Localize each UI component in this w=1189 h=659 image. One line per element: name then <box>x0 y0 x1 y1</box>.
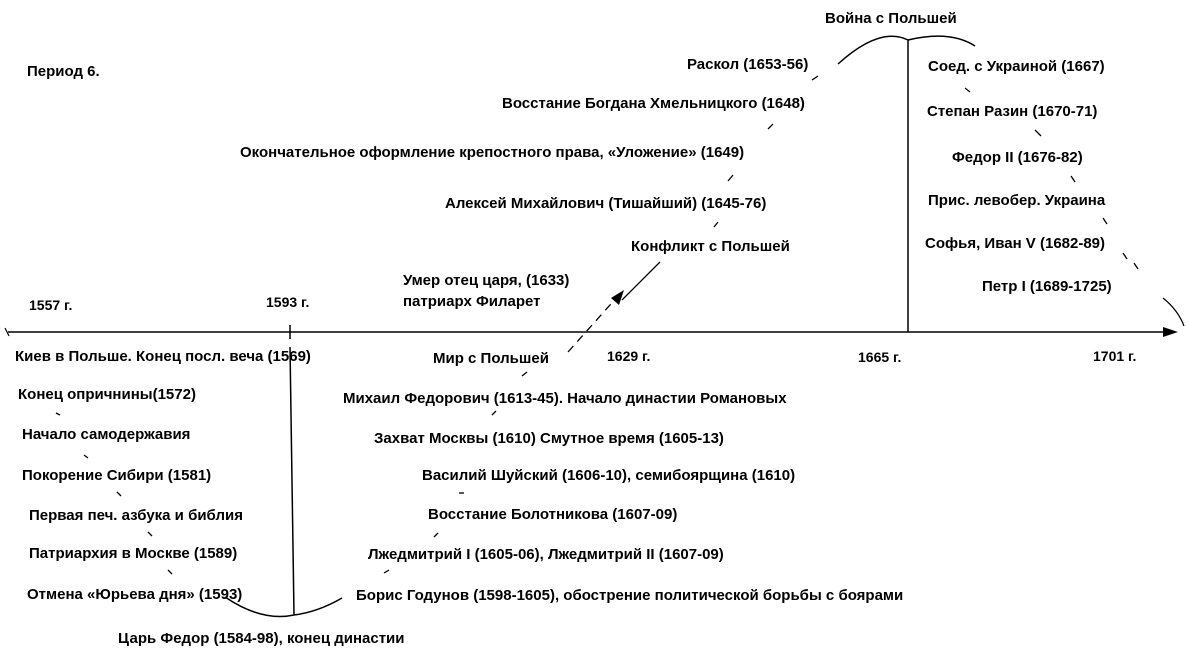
middle-lower-event: Восстание Болотникова (1607-09) <box>428 506 678 523</box>
left-event: Конец опричнины(1572) <box>18 386 196 403</box>
year-1665: 1665 г. <box>858 349 902 365</box>
year-1701: 1701 г. <box>1093 348 1137 364</box>
middle-lower-event: Михаил Федорович (1613-45). Начало динас… <box>343 390 787 407</box>
rising-dashed-line <box>567 295 619 353</box>
left-event: Киев в Польше. Конец посл. веча (1569) <box>15 348 311 365</box>
right-event: Прис. левобер. Украина <box>928 192 1106 209</box>
left-event: Отмена «Юрьева дня» (1593) <box>27 586 243 603</box>
middle-upper-event: Раскол (1653-56) <box>687 56 809 73</box>
left-event: Начало самодержавия <box>22 426 191 443</box>
rising-arrowhead <box>611 290 624 305</box>
axis-start-mark <box>4 327 10 337</box>
year-1593: 1593 г. <box>266 294 310 310</box>
end-arc <box>1162 297 1185 327</box>
dash-marks <box>55 75 1139 575</box>
middle-lower-event: Лжедмитрий I (1605-06), Лжедмитрий II (1… <box>368 546 724 563</box>
middle-upper-event: Восстание Богдана Хмельницкого (1648) <box>502 95 805 112</box>
filaret-event-line1: Умер отец царя, (1633) <box>403 272 570 289</box>
middle-lower-event: Василий Шуйский (1606-10), семибоярщина … <box>422 467 796 484</box>
left-event: Первая печ. азбука и библия <box>29 507 243 524</box>
left-event: Патриархия в Москве (1589) <box>29 545 238 562</box>
right-event: Петр I (1689-1725) <box>982 278 1112 295</box>
peak-label: Война с Польшей <box>825 10 957 27</box>
middle-lower-event: Борис Годунов (1598-1605), обострение по… <box>356 587 904 604</box>
middle-upper-event: Конфликт с Польшей <box>631 238 790 255</box>
right-event: Софья, Иван V (1682-89) <box>925 235 1106 252</box>
left-event: Покорение Сибири (1581) <box>22 467 212 484</box>
middle-upper-event: Окончательное оформление крепостного пра… <box>240 144 745 161</box>
year-1557: 1557 г. <box>29 297 73 313</box>
bottom-arc <box>224 596 343 618</box>
middle-lower-event: Захват Москвы (1610) Смутное время (1605… <box>374 430 724 447</box>
period-label: Период 6. <box>27 63 100 80</box>
peak-arc <box>837 35 976 65</box>
right-event: Соед. с Украиной (1667) <box>928 58 1105 75</box>
middle-upper-event: Алексей Михайлович (Тишайший) (1645-76) <box>445 195 767 212</box>
year-1629: 1629 г. <box>607 348 651 364</box>
rising-solid-line <box>621 261 661 301</box>
middle-lower-event: Мир с Польшей <box>433 350 549 367</box>
axis-arrowhead <box>1163 327 1178 337</box>
filaret-event-line2: патриарх Филарет <box>403 293 541 310</box>
vertical-1593 <box>289 346 295 616</box>
left-bottom-event: Царь Федор (1584-98), конец династии <box>118 630 405 647</box>
right-event: Степан Разин (1670-71) <box>927 103 1098 120</box>
right-event: Федор II (1676-82) <box>952 149 1083 166</box>
